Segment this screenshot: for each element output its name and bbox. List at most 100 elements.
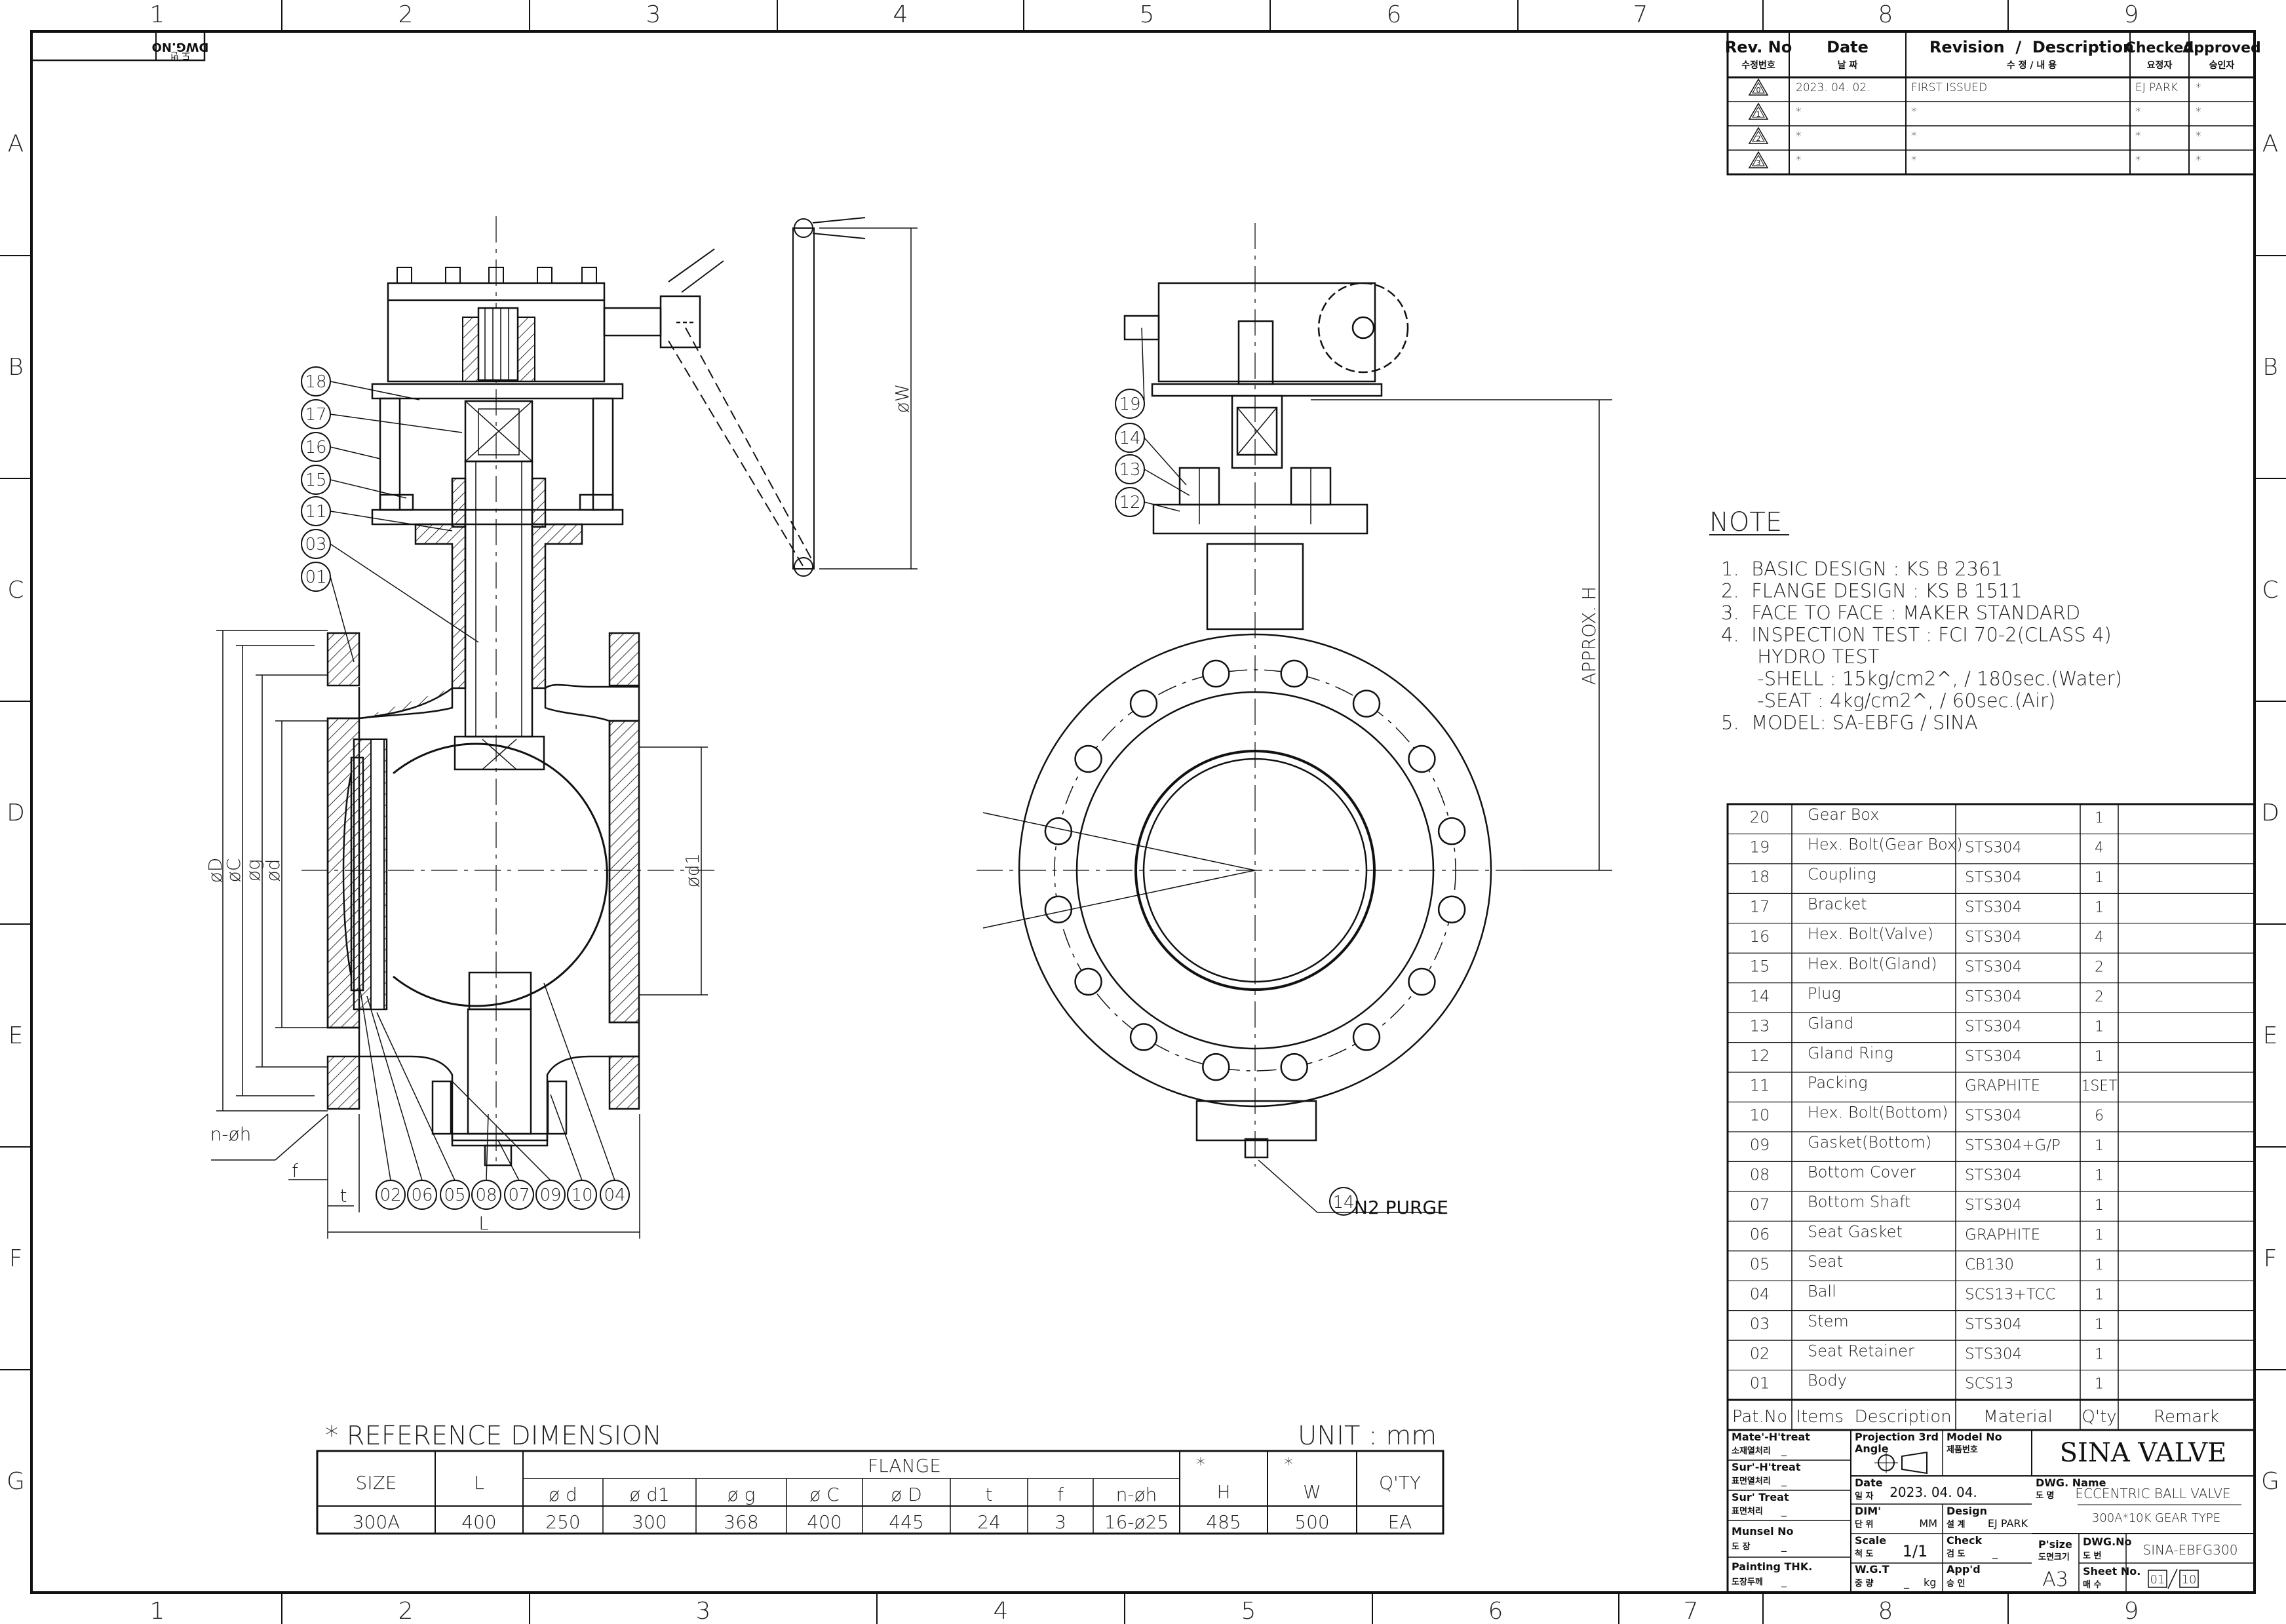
- tb-dwgno-val: SINA-EBFG300: [2143, 1542, 2238, 1558]
- bolt-hole: [1202, 1053, 1230, 1081]
- bom-row-desc: Bottom Shaft: [1808, 1193, 1911, 1211]
- tb-dwgno-kr: 도 번: [2083, 1551, 2101, 1561]
- rev-row-desc: FIRST ISSUED: [1911, 81, 1987, 94]
- tb-model-no-kr: 제품번호: [1947, 1445, 1978, 1455]
- bom-row-desc: Hex. Bolt(Bottom): [1808, 1104, 1948, 1122]
- callout-left: 16: [305, 438, 326, 457]
- tb-scale-kr: 척 도: [1855, 1549, 1873, 1559]
- zone-row-right: C: [2262, 577, 2278, 604]
- tb-munsel-val: _: [1781, 1539, 1787, 1553]
- bom-row-material: STS304: [1965, 840, 2022, 857]
- note-line: 3. FACE TO FACE : MAKER STANDARD: [1721, 602, 2080, 624]
- rev-row-date: *: [1796, 130, 1802, 143]
- ref-value-cell: 368: [724, 1511, 758, 1533]
- bom-row-desc: Hex. Bolt(Gear Box): [1808, 836, 1962, 854]
- bom-row-no: 11: [1750, 1076, 1770, 1094]
- dim-f: f: [292, 1160, 298, 1182]
- callout-circle: [1115, 423, 1145, 453]
- tb-company: SINA VALVE: [2060, 1438, 2227, 1468]
- bom-row-material: CB130: [1965, 1256, 2014, 1273]
- bom-header-qty: Q'ty: [2082, 1407, 2116, 1427]
- bom-row-qty: 1: [2095, 1257, 2104, 1273]
- tb-scale-val: 1/1: [1903, 1542, 1928, 1560]
- bom-row-material: STS304: [1965, 1316, 2022, 1333]
- zone-row-left: E: [9, 1022, 24, 1049]
- bom-row-qty: 1: [2095, 1018, 2104, 1035]
- callout-circle: [471, 1180, 501, 1210]
- bom-row-qty: 6: [2095, 1108, 2104, 1125]
- dim-oC: øC: [223, 859, 244, 883]
- rev-row-number: 1: [1756, 110, 1761, 119]
- bolt-hole: [1352, 689, 1381, 718]
- rev-row-desc: *: [1911, 106, 1917, 119]
- callout-leader: [330, 576, 355, 663]
- zone-col-top: 6: [1387, 1, 1402, 28]
- callout-bottom: 09: [539, 1186, 561, 1205]
- dim-og: øg: [242, 859, 264, 881]
- bom-row-material: GRAPHITE: [1965, 1226, 2040, 1243]
- bom-row-no: 06: [1750, 1225, 1770, 1243]
- rev-row-desc: *: [1911, 154, 1917, 167]
- rev-header-approved-kr: 승인자: [2209, 60, 2235, 71]
- rev-header-desc: Revision / Description: [1929, 38, 2134, 56]
- ref-header-cell: n-øh: [1116, 1484, 1157, 1505]
- tb-sur-treat-val: _: [1781, 1474, 1787, 1487]
- bom-row-material: SCS13: [1965, 1376, 2014, 1393]
- ref-star-h: *: [1196, 1454, 1205, 1475]
- ref-header-cell: SIZE: [356, 1472, 397, 1494]
- bom-row-no: 19: [1750, 838, 1770, 857]
- dim-nh: n-øh: [210, 1123, 252, 1145]
- bom-row-material: STS304: [1965, 869, 2022, 886]
- bom-row-no: 03: [1750, 1315, 1770, 1333]
- zone-col-top: 3: [646, 1, 661, 28]
- callout-circle: [1115, 487, 1145, 517]
- bom-row-material: STS304: [1965, 1345, 2022, 1363]
- zone-row-left: C: [7, 577, 24, 604]
- tb-wgt-val: _: [1903, 1576, 1910, 1589]
- dim-t: t: [340, 1185, 347, 1207]
- ref-header-cell: Q'TY: [1379, 1472, 1421, 1494]
- rev-row-approved: *: [2196, 106, 2201, 119]
- ref-flange-label: FLANGE: [868, 1455, 941, 1477]
- callout-leader: [330, 381, 420, 400]
- bom-row-desc: Seat Gasket: [1808, 1222, 1903, 1241]
- callout-bottom: 06: [411, 1186, 433, 1205]
- zone-col-bottom: 9: [2124, 1598, 2139, 1624]
- rev-header-checked: Checked: [2125, 40, 2194, 56]
- rev-row-checked: *: [2135, 106, 2141, 119]
- callout-circle: [1115, 454, 1145, 484]
- bom-row-qty: 2: [2095, 989, 2104, 1005]
- zone-col-bottom: 2: [398, 1598, 414, 1624]
- tb-sheet-total: 10: [2182, 1573, 2197, 1587]
- bom-row-no: 09: [1750, 1136, 1770, 1154]
- bom-row-desc: Hex. Bolt(Valve): [1808, 925, 1933, 943]
- ref-value-cell: 300: [632, 1511, 667, 1533]
- callout-right: 14: [1119, 429, 1140, 448]
- bom-row-desc: Gear Box: [1808, 805, 1879, 824]
- bom-row-qty: 1SET: [2081, 1078, 2117, 1094]
- bom-row-no: 05: [1750, 1255, 1770, 1273]
- tb-dwg-name-kr: 도 명: [2036, 1490, 2054, 1501]
- rev-row-checked: *: [2135, 130, 2141, 143]
- bom-row-material: STS304: [1965, 899, 2022, 916]
- bom-row-no: 13: [1750, 1016, 1770, 1035]
- section-view: [301, 216, 714, 1167]
- bolt-hole: [1352, 1023, 1381, 1051]
- bom-row-material: STS304: [1965, 1108, 2022, 1125]
- tb-mate-treat-kr: 소재열처리: [1732, 1446, 1771, 1456]
- lever-view: [668, 217, 918, 577]
- dim-od: ød: [262, 859, 284, 882]
- callout-leader: [330, 414, 463, 433]
- tb-mate-treat: Mate'-H'treat: [1732, 1431, 1810, 1443]
- bom-row-desc: Gland Ring: [1808, 1044, 1893, 1062]
- tb-sur-treat2-kr: 표면처리: [1732, 1506, 1763, 1517]
- callout-leader: [550, 1094, 583, 1181]
- left-dimension-labels: øD øC øg ød ød1 øW n-øh f t L: [204, 384, 913, 1234]
- rev-header-date: Date: [1827, 38, 1869, 56]
- tb-sheet-kr: 매 수: [2083, 1580, 2101, 1590]
- rev-header-desc-kr: 수 정 / 내 용: [2007, 60, 2057, 71]
- corner-tag-korean: 도 번: [170, 50, 190, 60]
- note-line: -SHELL : 15kg/cm2^, / 180sec.(Water): [1721, 668, 2122, 690]
